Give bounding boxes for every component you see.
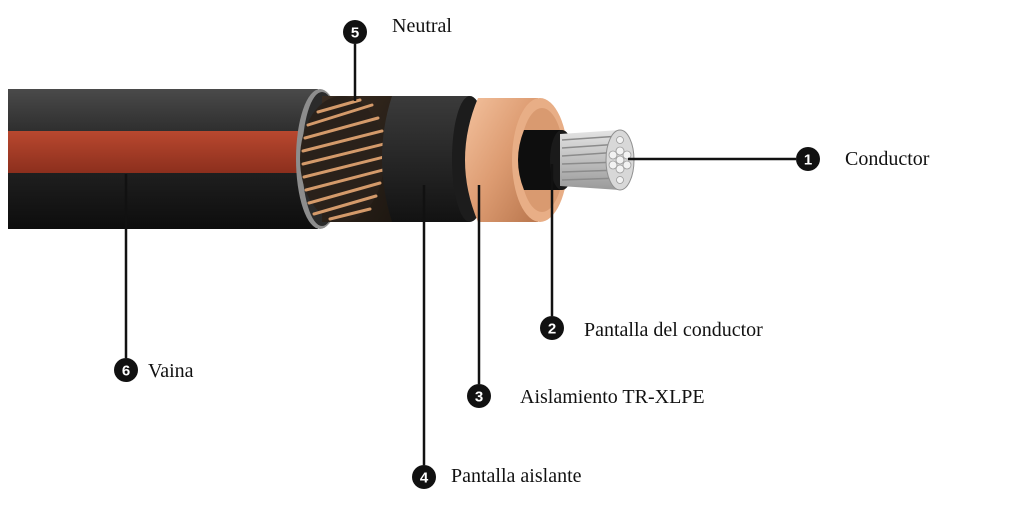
label-conductor-shield: Pantalla del conductor	[584, 319, 763, 341]
label-conductor: Conductor	[845, 148, 930, 170]
conductor-layer	[560, 129, 635, 191]
svg-text:5: 5	[351, 25, 359, 42]
label-neutral: Neutral	[392, 15, 452, 37]
callout-marker-2: 2	[540, 316, 564, 340]
svg-text:2: 2	[548, 321, 556, 338]
jacket-layer	[8, 89, 344, 229]
callout-marker-5: 5	[343, 20, 367, 44]
callout-marker-6: 6	[114, 358, 138, 382]
label-insulation: Aislamiento TR-XLPE	[520, 386, 705, 408]
label-insulation-shield: Pantalla aislante	[451, 465, 582, 487]
svg-text:6: 6	[122, 363, 130, 380]
svg-text:3: 3	[475, 389, 483, 406]
svg-text:4: 4	[420, 470, 429, 487]
label-jacket: Vaina	[148, 360, 194, 382]
svg-text:1: 1	[804, 152, 812, 169]
callout-marker-3: 3	[467, 384, 491, 408]
callout-marker-4: 4	[412, 465, 436, 489]
neutral-wires-layer	[300, 96, 400, 222]
callout-leaders	[124, 44, 796, 465]
jacket-stripe	[8, 131, 302, 173]
callout-marker-1: 1	[796, 147, 820, 171]
